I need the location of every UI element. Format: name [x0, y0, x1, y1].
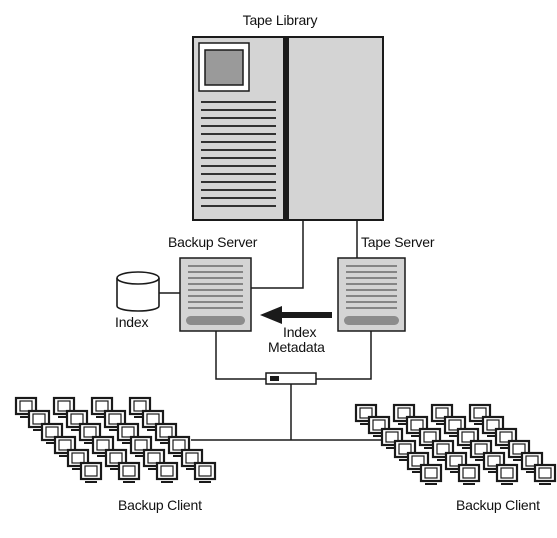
index-database	[116, 271, 160, 312]
client-monitor-icon	[457, 463, 481, 487]
client-monitor-icon	[193, 461, 217, 485]
backup-server	[179, 257, 252, 332]
arrow-label-line1: Index	[283, 324, 317, 340]
client-monitor-icon	[495, 463, 519, 487]
tape-server-label: Tape Server	[361, 234, 435, 250]
client-monitor-icon	[79, 461, 103, 485]
tape-server	[337, 257, 406, 332]
tape-library	[192, 36, 384, 221]
backup-server-label: Backup Server	[168, 234, 258, 250]
arrow-label-line2: Metadata	[268, 339, 325, 355]
library-connections	[250, 220, 358, 289]
backup-client-left-label: Backup Client	[118, 497, 202, 513]
tape-library-label: Tape Library	[242, 12, 318, 28]
backup-client-group-left	[14, 396, 217, 485]
tape-library-slots	[201, 101, 276, 207]
index-metadata-arrow	[260, 306, 332, 324]
index-label: Index	[115, 314, 149, 330]
client-monitor-icon	[155, 461, 179, 485]
client-monitor-icon	[533, 463, 557, 487]
backup-client-group-right	[354, 403, 557, 487]
network-lines	[191, 331, 392, 441]
network-switch	[265, 372, 317, 385]
client-monitor-icon	[117, 461, 141, 485]
client-monitor-icon	[419, 463, 443, 487]
backup-client-right-label: Backup Client	[456, 497, 540, 513]
